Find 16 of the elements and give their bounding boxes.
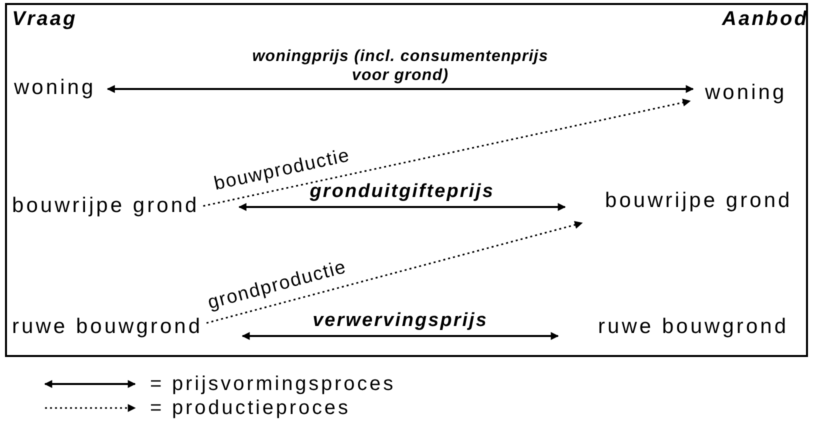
column-heading: Aanbod	[722, 7, 808, 32]
legend-text: = prijsvormingsproces	[150, 373, 396, 395]
node-label: ruwe bouwgrond	[12, 315, 203, 339]
node-label: bouwrijpe grond	[12, 194, 200, 218]
column-heading: Vraag	[12, 7, 78, 32]
node-label: bouwrijpe grond	[605, 189, 792, 213]
legend-text: = productieproces	[150, 397, 350, 419]
double-arrow	[106, 85, 694, 93]
dotted-arrow	[203, 98, 691, 207]
double-arrow	[242, 332, 559, 340]
dotted-arrow	[206, 221, 583, 324]
edge-label: woningprijs (incl. consumentenprijs voor grond)	[251, 47, 550, 85]
node-label: ruwe bouwgrond	[598, 315, 789, 339]
double-arrow	[238, 203, 566, 211]
node-label: woning	[14, 76, 96, 100]
node-label: woning	[705, 81, 787, 105]
